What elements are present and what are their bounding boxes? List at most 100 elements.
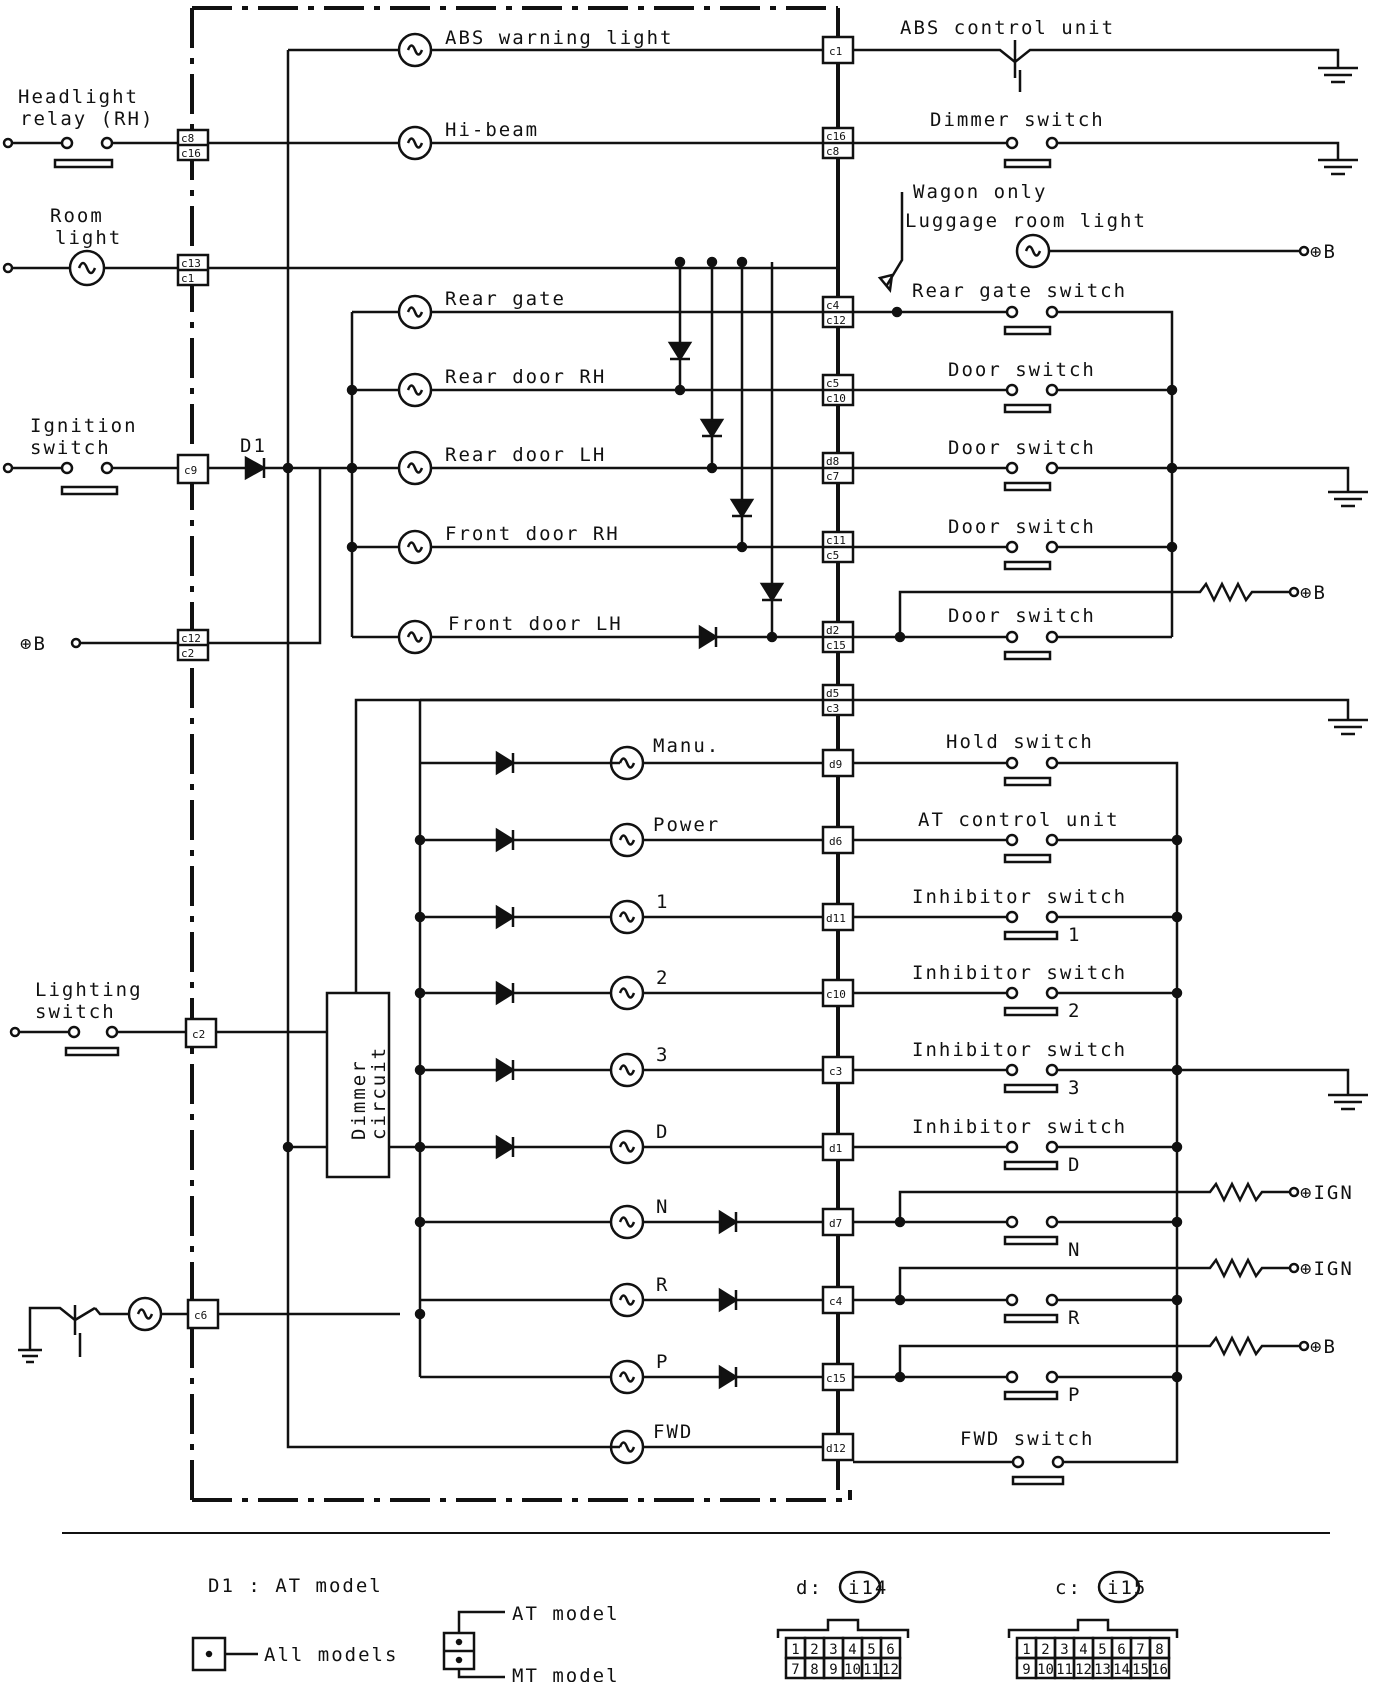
rpin-c15a: c15 [826,639,846,652]
legend-d1-note: D1 : AT model [208,1575,383,1597]
battery-label-left: ⊕B [20,633,47,655]
door-supply-label: ⊕B [1300,582,1327,604]
rear-door-rh-label: Rear door RH [445,366,606,388]
rpin-d9: d9 [829,758,842,771]
hold-switch-label: Hold switch [946,731,1094,753]
rear-gate-label: Rear gate [445,288,566,310]
boundary-frame [190,6,852,1502]
d1-diode-label: D1 [240,435,267,457]
battery-input-left: ⊕B [20,633,178,655]
ignition-switch: Ignition switch [2,415,178,496]
pin-c2: c2 [192,1028,205,1041]
d-pin-number: 12 [882,1662,899,1678]
pin-c6: c6 [194,1309,207,1322]
rpin-c10a: c10 [826,392,846,405]
pos-p-label: P [656,1351,669,1373]
ignition-switch-label-1: Ignition [30,415,138,437]
inhibitor-switch-label-3: Inhibitor switch [912,1039,1127,1061]
left-internal-wires: D1 Dimmer circuit [208,141,838,1320]
pos-3-label: 3 [656,1044,669,1066]
legend-c-prefix: c: [1055,1577,1082,1599]
dimmer-switch-label: Dimmer switch [930,109,1105,131]
pin-c9: c9 [184,464,197,477]
d-pin-number: 1 [791,1642,799,1658]
fwd-switch-label: FWD switch [960,1428,1094,1450]
c-pin-number: 1 [1022,1642,1030,1658]
pin-c12: c12 [181,632,201,645]
rpin-d11: d11 [826,912,846,925]
rpin-c1: c1 [829,45,842,58]
rpin-c15: c15 [826,1372,846,1385]
front-door-lh-label: Front door LH [448,613,623,635]
indicator-rows-top: ABS warning light Hi-beam Rear gate Rear… [346,27,828,655]
speed-transistor [18,1296,188,1364]
abs-unit-label: ABS control unit [900,17,1115,39]
legend-c-id: i15 [1107,1577,1147,1599]
hibeam-label: Hi-beam [445,119,539,141]
room-light-label-2: light [55,227,122,249]
d-pin-number: 5 [867,1642,875,1658]
inhibitor-pos-d: D [1068,1154,1081,1176]
wagon-only-label: Wagon only [913,181,1047,203]
c-pin-number: 5 [1098,1642,1106,1658]
switch-pos-r: R [1068,1307,1081,1329]
rpin-c11: c11 [826,534,846,547]
c-pin-number: 10 [1037,1662,1054,1678]
c-cell [1148,1656,1171,1680]
d-pin-number: 6 [886,1642,894,1658]
abs-warning-label: ABS warning light [445,27,673,49]
rpin-d8: d8 [826,455,839,468]
fwd-label: FWD [653,1421,693,1443]
lighting-switch-label-1: Lighting [35,979,143,1001]
rpin-c10: c10 [826,988,846,1001]
c-pin-number: 9 [1022,1662,1030,1678]
d-connector-outline [776,1618,910,1638]
rpin-d6: d6 [829,835,842,848]
pos-2-label: 2 [656,967,669,989]
c-pin-number: 15 [1132,1662,1149,1678]
d-pin-number: 3 [829,1642,837,1658]
door-switch-label-1: Door switch [948,359,1096,381]
door-switch-label-3: Door switch [948,516,1096,538]
legend-mt-model: MT model [512,1665,620,1682]
room-light: Room light [2,205,178,287]
rpin-c3a: c3 [826,702,839,715]
c-pin-number: 3 [1060,1642,1068,1658]
lighting-switch: Lighting switch [9,979,186,1057]
c-pin-number: 12 [1075,1662,1092,1678]
rpin-d12: d12 [826,1442,846,1455]
c-pin-number: 13 [1094,1662,1111,1678]
pin-c16: c16 [181,147,201,160]
rear-gate-switch-label: Rear gate switch [912,280,1127,302]
pin-c2-left: c2 [181,647,194,660]
c-pin-number: 11 [1056,1662,1073,1678]
rpin-c4: c4 [829,1295,843,1308]
front-door-rh-label: Front door RH [445,523,620,545]
legend-d-id: i14 [848,1577,888,1599]
left-connectors: c8 c16 c13 c1 c9 c12 c2 c2 c6 [176,128,220,1330]
c-pin-number: 4 [1079,1642,1087,1658]
inhibitor-pos-3: 3 [1068,1077,1081,1099]
pin-c13: c13 [181,257,201,270]
pos-n-label: N [656,1196,669,1218]
inhibitor-pos-2: 2 [1068,1000,1081,1022]
c-pin-number: 2 [1041,1642,1049,1658]
legend-d-prefix: d: [796,1577,823,1599]
d-pin-number: 11 [863,1662,880,1678]
legend: D1 : AT model All models AT model MT mod… [191,1570,1179,1682]
rpin-d7: d7 [829,1217,842,1230]
rpin-c16: c16 [826,130,846,143]
rpin-d2: d2 [826,624,839,637]
legend-all-models: All models [264,1644,398,1666]
door-switch-label-4: Door switch [948,605,1096,627]
lighting-switch-actuator [64,1046,120,1057]
pos-d-label: D [656,1121,669,1143]
indicator-rows-at: Manu. Power 1 2 3 D [414,700,828,1465]
c-connector-outline [1007,1618,1179,1638]
headlight-relay-actuator [53,158,114,169]
door-switch-label-2: Door switch [948,437,1096,459]
d-pin-number: 2 [810,1642,818,1658]
rear-door-lh-label: Rear door LH [445,444,606,466]
